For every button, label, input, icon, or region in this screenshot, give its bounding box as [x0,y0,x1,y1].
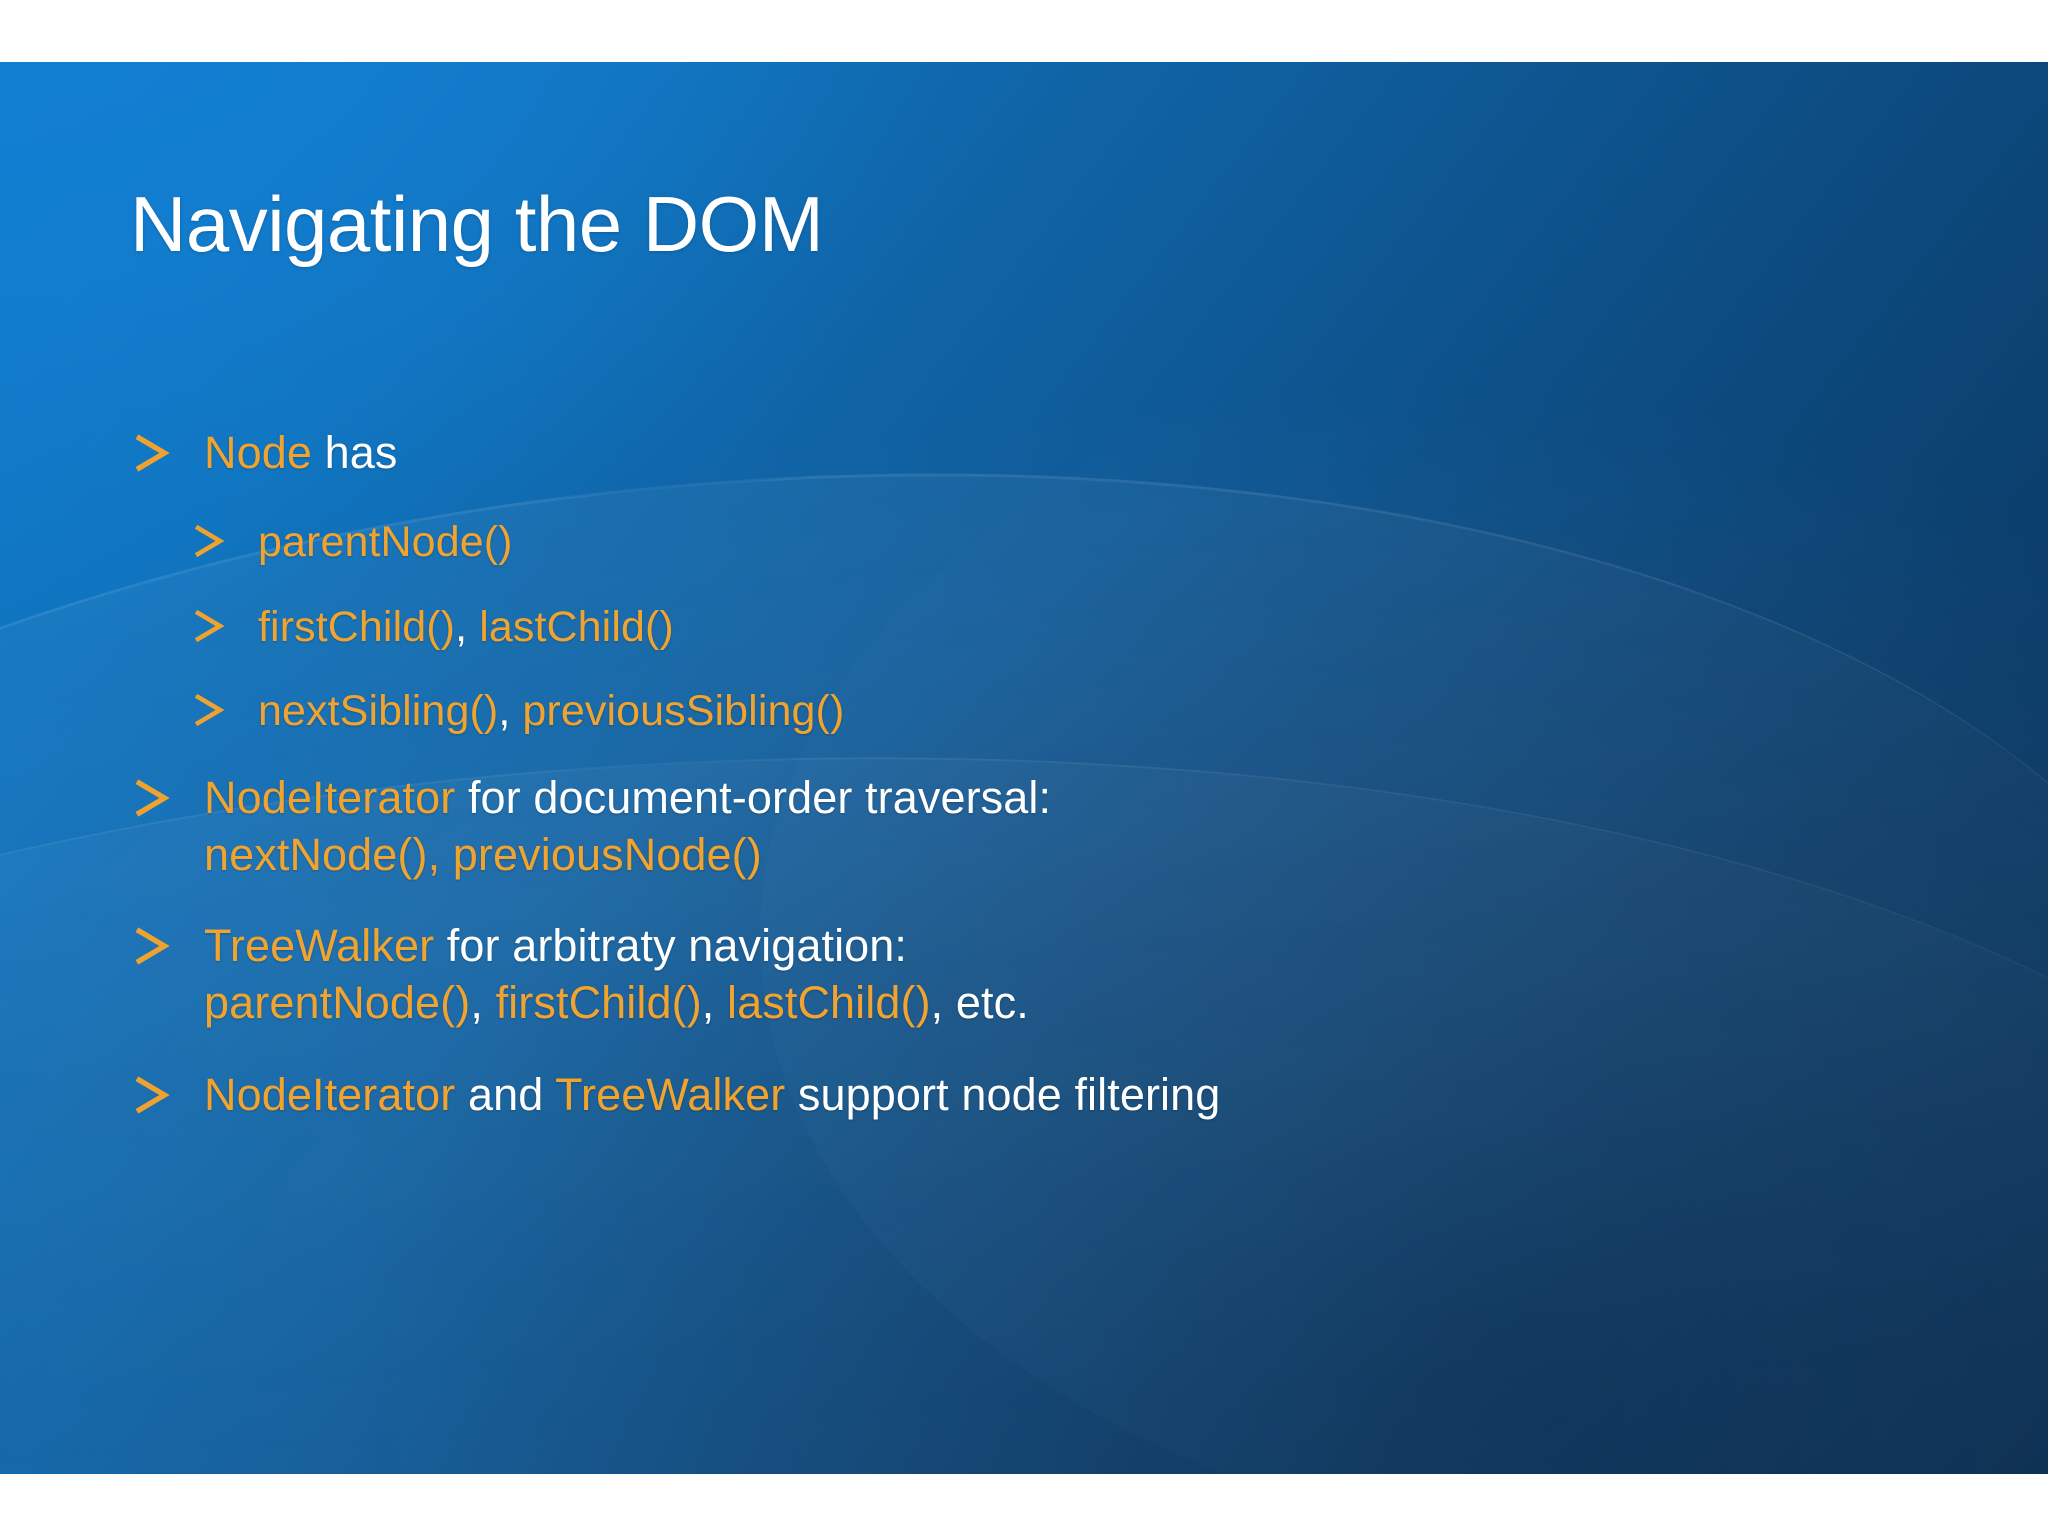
code-term: TreeWalker [204,920,435,972]
code-term: NodeIterator [204,1068,456,1120]
body-text: , [470,977,496,1029]
body-text: , [701,977,728,1029]
code-term: parentNode() [258,518,513,567]
body-text: and [455,1068,556,1120]
bullet-text: TreeWalker for arbitraty navigation:pare… [204,917,1029,1031]
code-term: nextNode(), previousNode() [204,829,762,881]
chevron-right-icon [190,521,230,561]
bullet-item: firstChild(), lastChild() [190,600,1930,655]
bullet-text: NodeIterator for document-order traversa… [204,769,1051,883]
bullet-text: NodeIterator and TreeWalker support node… [204,1066,1220,1123]
code-term: Node [204,427,312,478]
body-text: , [455,602,480,651]
bullet-item: Node has [130,424,1930,481]
slide-body-list: Node has parentNode() firstChild(), lastCh… [130,424,1930,1157]
body-text: has [311,427,398,478]
bullet-item: TreeWalker for arbitraty navigation:pare… [130,917,1930,1031]
bullet-item: parentNode() [190,515,1930,570]
chevron-right-icon [130,775,176,821]
code-term: lastChild() [479,602,674,651]
bullet-item: NodeIterator for document-order traversa… [130,769,1930,883]
code-term: TreeWalker [555,1068,786,1120]
body-text: support node filtering [785,1068,1221,1120]
code-term: parentNode() [204,977,471,1029]
bullet-text: firstChild(), lastChild() [258,600,674,655]
chevron-right-icon [130,430,176,476]
body-text: for arbitraty navigation: [434,920,908,972]
code-term: NodeIterator [204,771,456,823]
bullet-text: nextSibling(), previousSibling() [258,684,844,739]
chevron-right-icon [130,1072,176,1118]
chevron-right-icon [190,606,230,646]
code-term: lastChild() [727,977,931,1029]
code-term: nextSibling() [258,687,499,736]
bullet-item: nextSibling(), previousSibling() [190,684,1930,739]
code-term: firstChild() [258,602,456,651]
body-text: for document-order traversal: [455,771,1052,823]
chevron-right-icon [190,690,230,730]
body-text: , [498,687,523,736]
code-term: previousSibling() [522,687,845,736]
body-text: , etc. [930,977,1029,1029]
bullet-text: Node has [204,424,397,481]
top-margin-band [0,0,2048,62]
bullet-item: NodeIterator and TreeWalker support node… [130,1066,1930,1123]
chevron-right-icon [130,923,176,969]
bullet-text: parentNode() [258,515,513,570]
slide-title: Navigating the DOM [130,180,824,268]
code-term: firstChild() [495,977,702,1029]
bottom-margin-band [0,1474,2048,1536]
